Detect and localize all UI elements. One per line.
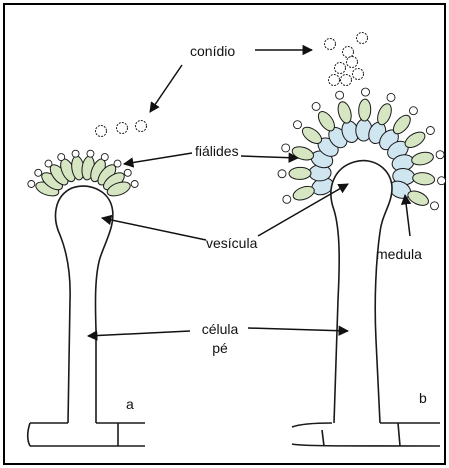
conidio-small (72, 150, 79, 157)
conidio (136, 121, 147, 132)
conidio-small (436, 151, 444, 159)
arrow-conidio-a (150, 65, 182, 112)
conidio-small (438, 177, 446, 185)
label-conidio: conídio (190, 43, 235, 59)
conidio-small (283, 195, 291, 203)
conidio (96, 126, 107, 137)
conidio-small (278, 170, 286, 178)
arrow-celula-b (248, 328, 348, 331)
label-pe: pé (196, 340, 244, 356)
conidio-small (409, 107, 417, 115)
conidio-small (361, 88, 369, 96)
conidio (353, 69, 364, 80)
conidio-small (387, 93, 395, 101)
conidio (341, 75, 352, 86)
conidio (347, 57, 358, 68)
label-celula: célula (196, 321, 244, 337)
conidio-small (114, 160, 121, 167)
conidio-small (426, 126, 434, 134)
conidio-small (131, 181, 138, 188)
conidio-small (336, 91, 344, 99)
stipe-b (331, 161, 392, 423)
conidio-small (101, 154, 108, 161)
conidio-small (293, 121, 301, 129)
label-fialides: fiálides (195, 143, 239, 159)
fialide (412, 172, 435, 186)
conidio (357, 33, 368, 44)
hypha-a (28, 423, 145, 446)
conidio-small (312, 102, 320, 110)
conidia-a (96, 121, 147, 137)
conidio-small (124, 169, 131, 176)
arrow-medula (405, 195, 410, 236)
label-panel-b: b (419, 390, 427, 406)
label-vesicula: vesícula (206, 235, 257, 251)
label-medula: medula (376, 246, 422, 262)
conidio (343, 47, 354, 58)
specimen-b (278, 33, 446, 447)
conidio-small (45, 160, 52, 167)
conidia-b (325, 33, 368, 86)
hypha-b (292, 423, 440, 446)
conidio (117, 123, 128, 134)
conidio (335, 63, 346, 74)
conidio-small (58, 154, 65, 161)
conidio-small (282, 144, 290, 152)
arrow-fialides-b (241, 156, 298, 158)
conidio (329, 75, 340, 86)
arrow-celula-a (88, 331, 190, 336)
arrow-vesicula-a (102, 218, 206, 240)
stipe-a (56, 186, 113, 423)
arrow-fialides-a (124, 153, 192, 164)
conidio-small (87, 150, 94, 157)
fialide (410, 150, 434, 166)
conidio-small (28, 181, 35, 188)
conidio-small (431, 202, 439, 210)
conidio (325, 39, 336, 50)
label-panel-a: a (126, 396, 134, 412)
conidio-small (35, 169, 42, 176)
fialide (289, 167, 311, 179)
fialide (358, 99, 371, 122)
